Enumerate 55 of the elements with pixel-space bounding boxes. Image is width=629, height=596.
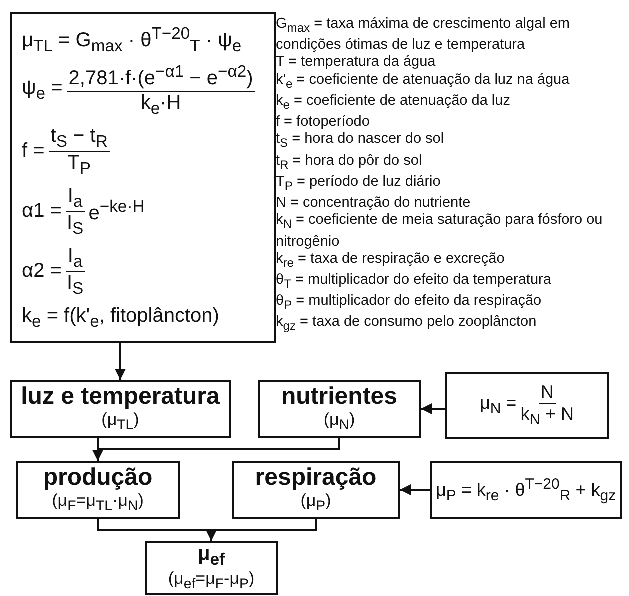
- step-formula: (μ$_{F}$=μ$_{TL}$·μ$_{N}$): [52, 491, 144, 516]
- process-box: [145, 541, 278, 595]
- formula-text: I$_{a}$: [66, 244, 85, 272]
- definition-text: k$_{e}$ = coeficiente de atenuação da luz: [276, 92, 512, 114]
- step-title: respiração: [255, 464, 377, 491]
- definition-text: k'$_{e}$ = coeficiente de atenuação da luz na água: [276, 72, 571, 93]
- formula-text: T$_{P}$: [68, 152, 91, 178]
- definition-text: k$_{re}$ = taxa de respiração e excreção: [276, 250, 506, 272]
- step-title: μ$_{ef}$: [198, 542, 226, 569]
- formula-text: I$_{S}$: [66, 212, 84, 238]
- formula-text: N: [538, 382, 556, 404]
- arrow: [400, 484, 430, 496]
- definition-text: G$_{max}$ = taxa máxima de crescimento algal em condições ótimas de luz e temperatura: [276, 16, 572, 54]
- formula-text: μ$_{TL}$ = G$_{max}$ · θ$^{T−20}$$_{T}$ · ψ$_{e}$: [22, 24, 242, 56]
- formula-text: μ$_{P}$ = k$_{re}$ · θ$^{T−20}$$_{R}$ + k$_{gz}$: [436, 476, 616, 504]
- process-box: [16, 461, 180, 519]
- step-title: luz e temperatura: [21, 384, 220, 410]
- step-formula: (μ$_{ef}$=μ$_{F}$-μ$_{P}$): [168, 568, 255, 594]
- definition-text: t$_{R}$ = hora do pôr do sol: [276, 152, 424, 174]
- formula-text: I$_{S}$: [66, 272, 84, 298]
- step-formula: (μ$_{P}$): [300, 491, 332, 516]
- definition-text: T$_{P}$ = período de luz diário: [276, 174, 442, 195]
- formula-text: f =: [22, 140, 45, 164]
- definition-text: k$_{gz}$ = taxa de consumo pelo zooplâncton: [276, 314, 538, 336]
- step-title: produção: [43, 464, 153, 491]
- arrow: [115, 343, 126, 380]
- definition-text: f = fotoperíodo: [276, 114, 371, 132]
- process-box: [10, 380, 231, 438]
- process-box: [258, 380, 421, 438]
- formula-text: k$_{e}$ = f(k'$_{e}$, fitoplâncton): [22, 304, 220, 331]
- formula-box: [10, 12, 276, 343]
- step-formula: (μ$_{N}$): [324, 410, 356, 434]
- formula-text: ψ$_{e}$ =: [22, 77, 63, 104]
- formula-text: k$_{e}$·H: [140, 92, 182, 118]
- formula-text: α2 =: [22, 260, 62, 284]
- definition-text: t$_{S}$ = hora do nascer do sol: [276, 131, 446, 152]
- arrow: [206, 519, 317, 541]
- formula-text: t$_{S}$ − t$_{R}$: [48, 124, 110, 152]
- formula-text: e$^{−ke·H}$: [88, 197, 145, 226]
- arrow: [92, 438, 340, 461]
- process-box: [232, 461, 400, 519]
- formula-box: [430, 461, 622, 519]
- formula-box: [445, 372, 609, 439]
- definition-text: θ$_{P}$ = multiplicador do efeito da respiração: [276, 293, 543, 314]
- step-title: nutrientes: [281, 384, 398, 410]
- step-formula: (μ$_{TL}$): [102, 410, 140, 434]
- arrow: [421, 404, 445, 414]
- formula-text: μ$_{N}$ =: [480, 393, 517, 418]
- formula-text: α1 =: [22, 200, 62, 224]
- formula-text: k$_{N}$ + N: [520, 404, 574, 429]
- definition-text: N = concentração do nutriente: [276, 195, 472, 212]
- formula-text: I$_{a}$: [66, 184, 85, 212]
- definition-text: T = temperatura da água: [276, 54, 437, 72]
- formula-text: 2,781·f·(e$^{−α1}$ − e$^{−α2}$): [66, 62, 256, 92]
- definition-text: θ$_{T}$ = multiplicador do efeito da temperatura: [276, 272, 552, 293]
